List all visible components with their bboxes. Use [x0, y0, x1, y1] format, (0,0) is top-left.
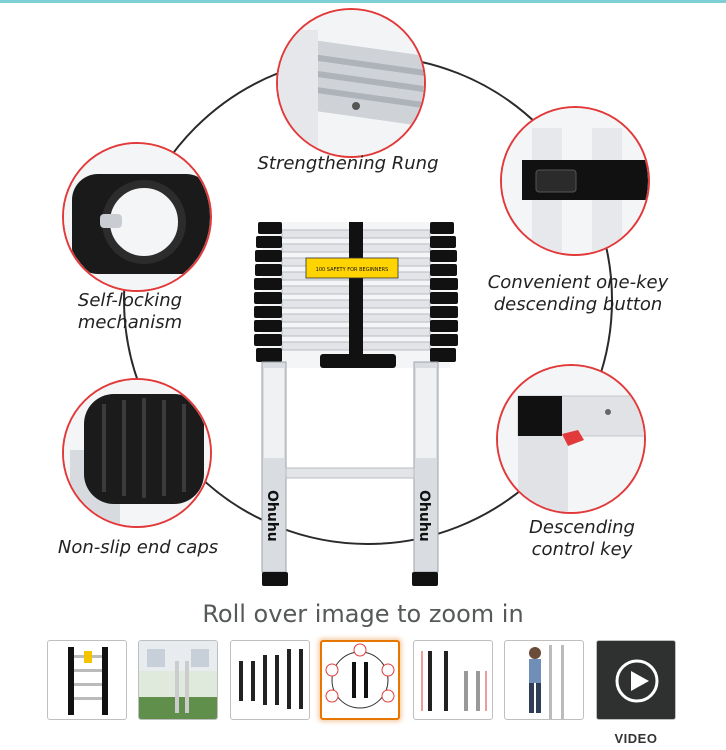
- thumbnail-ladder-house[interactable]: [138, 640, 218, 720]
- descend-button-detail-image: [500, 106, 650, 256]
- thumbnail-strip: [0, 638, 726, 722]
- rung-detail-image: [276, 8, 426, 158]
- callout-descend-button: Convenient one-key descending button: [478, 272, 678, 316]
- callout-self-locking: Self-locking mechanism: [50, 290, 210, 334]
- brand-logo-left: Ohuhu: [264, 490, 280, 542]
- callout-rung: Strengthening Rung: [257, 153, 439, 174]
- thumbnail-ladder-features[interactable]: [320, 640, 400, 720]
- callout-end-caps: Non-slip end caps: [57, 537, 219, 558]
- video-label: VIDEO: [614, 731, 658, 746]
- thumbnail-ladder-dimensions[interactable]: [413, 640, 493, 720]
- thumbnail-ladder-person[interactable]: [504, 640, 584, 720]
- brand-logo-right: Ohuhu: [416, 490, 432, 542]
- top-strip: [0, 0, 726, 3]
- thumbnail-ladder-video[interactable]: [596, 640, 676, 720]
- telescopic-ladder-image: 100 SAFETY FOR BEGINNERS Ohuhu Ohuhu: [254, 222, 458, 586]
- callout-control-key-text: Descending control key: [529, 517, 635, 560]
- thumbnail-ladder-sizes[interactable]: [230, 640, 310, 720]
- play-icon: [615, 659, 659, 703]
- control-key-detail-image: [496, 364, 646, 514]
- main-product-image[interactable]: 100 SAFETY FOR BEGINNERS Ohuhu Ohuhu: [0, 0, 726, 595]
- callout-descend-button-text: Convenient one-key descending button: [487, 272, 669, 315]
- callout-control-key: Descending control key: [502, 517, 662, 561]
- end-caps-detail-image: [62, 378, 212, 528]
- callout-self-locking-text: Self-locking mechanism: [77, 290, 183, 333]
- self-locking-detail-image: [62, 142, 212, 292]
- warning-label: 100 SAFETY FOR BEGINNERS: [316, 267, 389, 273]
- thumbnail-ladder-front[interactable]: [47, 640, 127, 720]
- zoom-hint: Roll over image to zoom in: [202, 600, 524, 628]
